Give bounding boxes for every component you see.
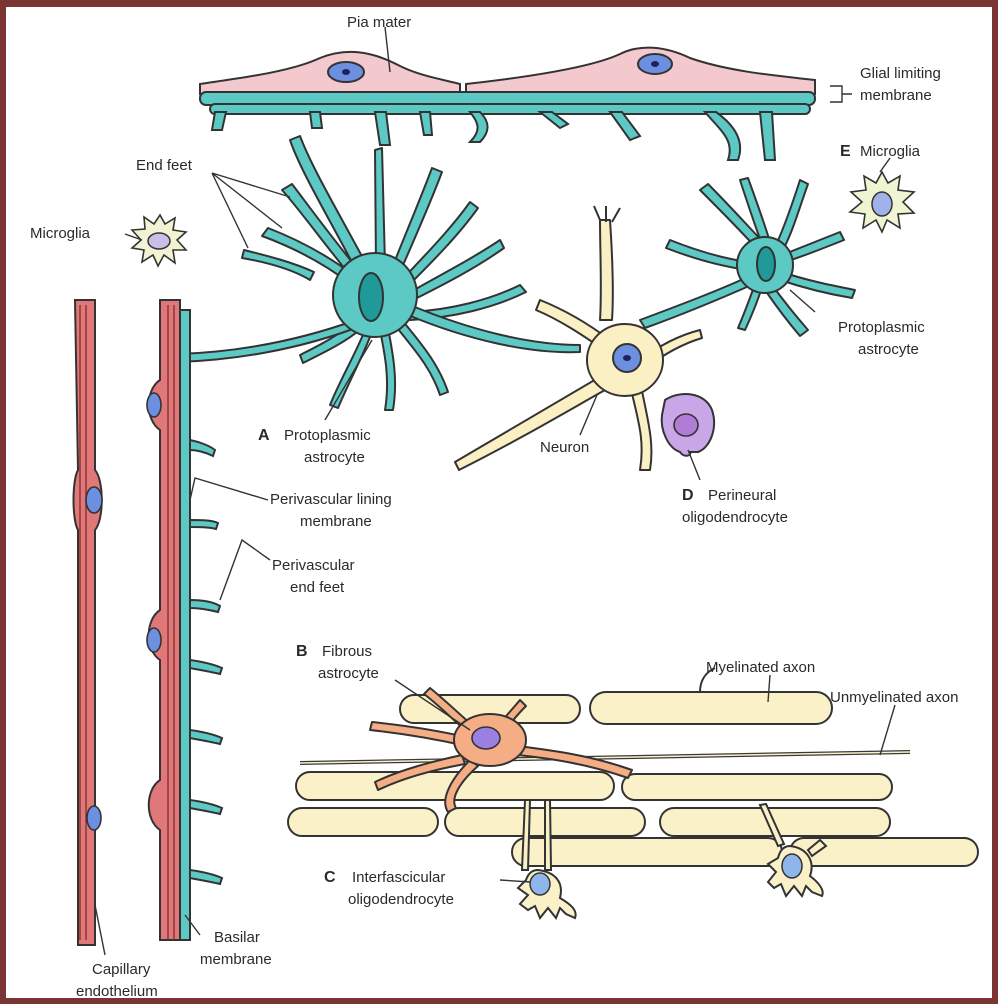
letter-d: D [682,487,694,504]
interfascicular-nucleus [530,873,550,895]
perivascular-lining [180,310,222,940]
capillary-left [74,300,103,945]
astrocyte-a-nucleus [359,273,383,321]
protoplasmic-astrocyte-right [640,178,855,336]
label-capillary-1: Capillary [92,961,151,978]
label-capillary-2: endothelium [76,983,158,998]
perineural-oligodendrocyte [662,394,714,456]
pia-mater-layer [200,48,815,94]
label-proto-right-1: Protoplasmic [838,319,925,336]
astrocyte-right-nucleus [757,247,775,281]
label-proto-a-2: astrocyte [304,449,365,466]
label-interfascicular-2: oligodendrocyte [348,891,454,908]
label-perivascular-lining-2: membrane [300,513,372,530]
label-basilar-1: Basilar [214,929,260,946]
letter-b: B [296,643,308,660]
label-fibrous-1: Fibrous [322,643,372,660]
neuroglia-diagram: Pia mater Glial limiting membrane End fe… [6,7,992,998]
letter-e: E [840,143,851,160]
label-neuron: Neuron [540,439,589,456]
label-microglia-e: Microglia [860,143,921,160]
label-fibrous-2: astrocyte [318,665,379,682]
letter-a: A [258,427,270,444]
glial-limiting-membrane [200,92,815,160]
fibrous-nucleus [472,727,500,749]
letter-c: C [324,869,336,886]
label-perineural-2: oligodendrocyte [682,509,788,526]
label-proto-right-2: astrocyte [858,341,919,358]
capillary-right [87,300,180,940]
label-perivascular-endfeet-1: Perivascular [272,557,355,574]
pia-cell-right [466,48,815,94]
microglia-left [132,215,186,266]
label-proto-a-1: Protoplasmic [284,427,371,444]
myelinated-axon [590,692,832,724]
label-glial-limiting-2: membrane [860,87,932,104]
label-glial-limiting-1: Glial limiting [860,65,941,82]
label-pia-mater: Pia mater [347,14,411,31]
label-perineural-1: Perineural [708,487,776,504]
microglia-e [850,172,914,232]
label-basilar-2: membrane [200,951,272,968]
label-interfascicular-1: Interfascicular [352,869,445,886]
label-microglia-left: Microglia [30,225,91,242]
label-unmyelinated-axon: Unmyelinated axon [830,689,958,706]
label-myelinated-axon: Myelinated axon [706,659,815,676]
protoplasmic-astrocyte-a [178,136,580,410]
label-perivascular-endfeet-2: end feet [290,579,345,596]
label-perivascular-lining-1: Perivascular lining [270,491,392,508]
label-end-feet: End feet [136,157,193,174]
